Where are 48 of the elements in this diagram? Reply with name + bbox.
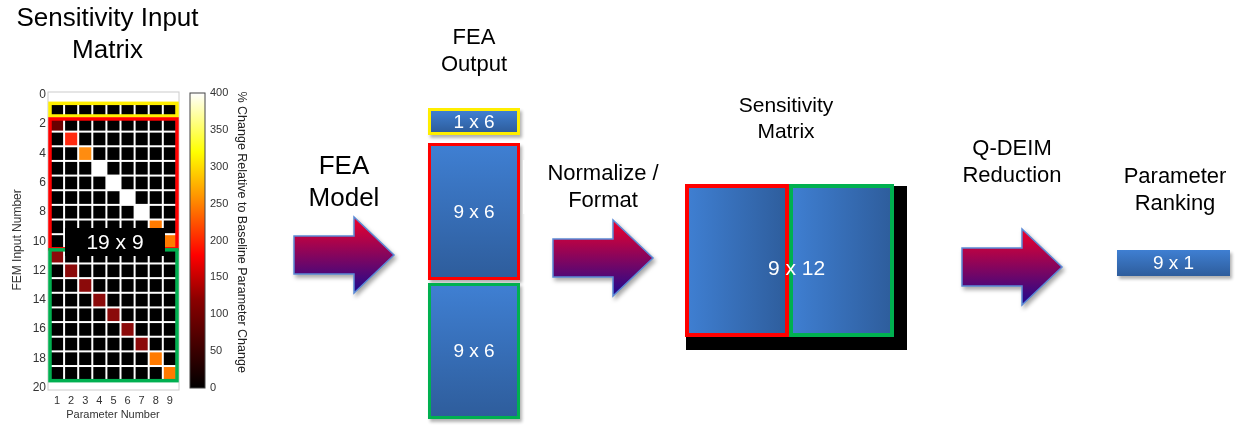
axis-tick-label: 6: [123, 394, 132, 407]
axis-tick-label: 8: [151, 394, 160, 407]
axis-tick-label: 9: [165, 394, 174, 407]
axis-tick-label: 1: [53, 394, 62, 407]
axis-tick-label: 14: [31, 293, 46, 307]
block-arrow: [552, 218, 655, 298]
matrix-block: [428, 108, 520, 135]
block-arrow: [293, 215, 396, 295]
matrix-size-label: 9 x 12: [766, 256, 827, 280]
heading: FEA Output: [439, 24, 508, 78]
heading: Sensitivity Input Matrix: [15, 2, 200, 66]
axis-title: FEM Input Number: [11, 188, 25, 293]
colorbar-tick-label: 0: [210, 381, 217, 394]
colorbar-tick-label: 50: [210, 344, 223, 357]
heading: Sensitivity Matrix: [737, 92, 835, 144]
axis-tick-label: 12: [31, 263, 46, 278]
axis-tick-label: 4: [95, 394, 104, 407]
colorbar-tick-label: 200: [210, 233, 229, 247]
axis-tick-label: 0: [38, 88, 46, 102]
axis-tick-label: 2: [67, 394, 76, 407]
matrix-size-label: 9 x 6: [453, 340, 495, 362]
colorbar-tick-label: 150: [210, 270, 229, 283]
colorbar-tick-label: 350: [210, 122, 229, 136]
colorbar-tick-label: 100: [210, 307, 229, 320]
axis-tick-label: 2: [38, 117, 46, 132]
axis-tick-label: 10: [31, 234, 46, 249]
heading: Parameter Ranking: [1122, 163, 1228, 217]
colorbar-tick-label: 250: [210, 196, 229, 210]
axis-tick-label: 7: [137, 394, 146, 407]
axis-tick-label: 18: [31, 351, 46, 366]
axis-title: Parameter Number: [65, 408, 161, 421]
block-arrow: [961, 227, 1064, 307]
axis-tick-label: 6: [38, 175, 46, 190]
axis-tick-label: 16: [31, 322, 46, 337]
colorbar-title: % Change Relative to Baseline Parameter Change: [234, 90, 250, 375]
colorbar-tick-label: 300: [210, 159, 229, 173]
axis-tick-label: 5: [109, 394, 118, 407]
axis-tick-label: 3: [81, 394, 90, 407]
axis-tick-label: 20: [31, 381, 46, 395]
matrix-size-label: 1 x 6: [453, 110, 495, 133]
colorbar-tick-label: 400: [210, 86, 229, 99]
matrix-size-label: 19 x 9: [86, 230, 144, 254]
matrix-size-label: 9 x 6: [453, 200, 495, 223]
axis-tick-label: 4: [38, 146, 46, 161]
axis-tick-label: 8: [38, 205, 46, 219]
matrix-block: [428, 283, 520, 419]
matrix-block: [428, 143, 520, 280]
matrix-size-label: 9 x 1: [1152, 252, 1195, 274]
